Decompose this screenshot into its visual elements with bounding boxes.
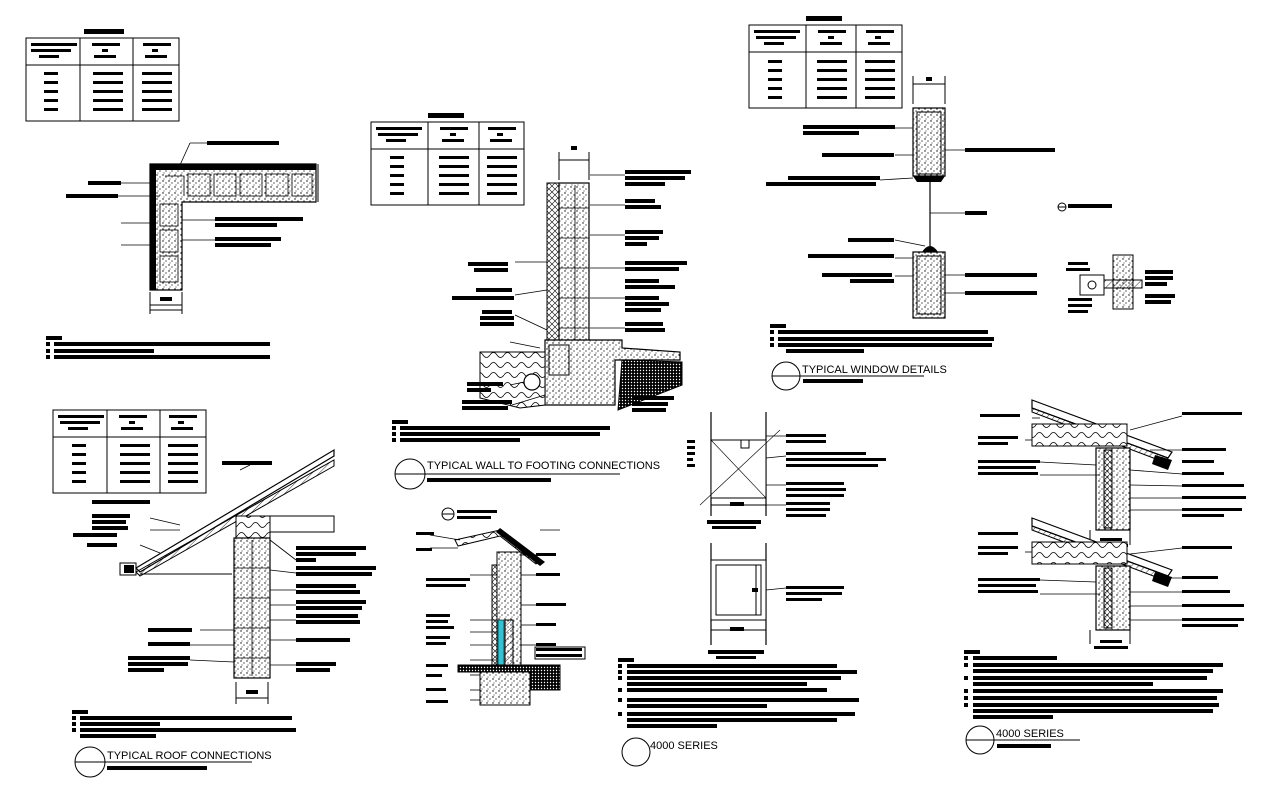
schedule-table-center [370,113,525,206]
title-4000-series-right: 4000 SERIES [996,728,1064,740]
schedule-table-top-right [748,16,903,109]
center-wall-section [416,507,586,706]
window-details-section: TYPICAL WINDOW DETAILS [766,76,1175,391]
title-roof-connections: TYPICAL ROOF CONNECTIONS [107,750,272,762]
title-wall-to-footing: TYPICAL WALL TO FOOTING CONNECTIONS [427,460,660,472]
title-window-details: TYPICAL WINDOW DETAILS [802,364,947,376]
title-4000-series-center: 4000 SERIES [650,740,718,752]
corner-wall-plan-detail [46,141,319,359]
wall-to-footing-section: TYPICAL WALL TO FOOTING CONNECTIONS [392,146,691,490]
eave-details-right: 4000 SERIES [964,399,1246,755]
window-elevations: 4000 SERIES [618,412,886,767]
schedule-table-bottom-left [52,409,207,494]
roof-connections-section: TYPICAL ROOF CONNECTIONS [72,448,376,778]
schedule-table-top-left [25,29,180,122]
